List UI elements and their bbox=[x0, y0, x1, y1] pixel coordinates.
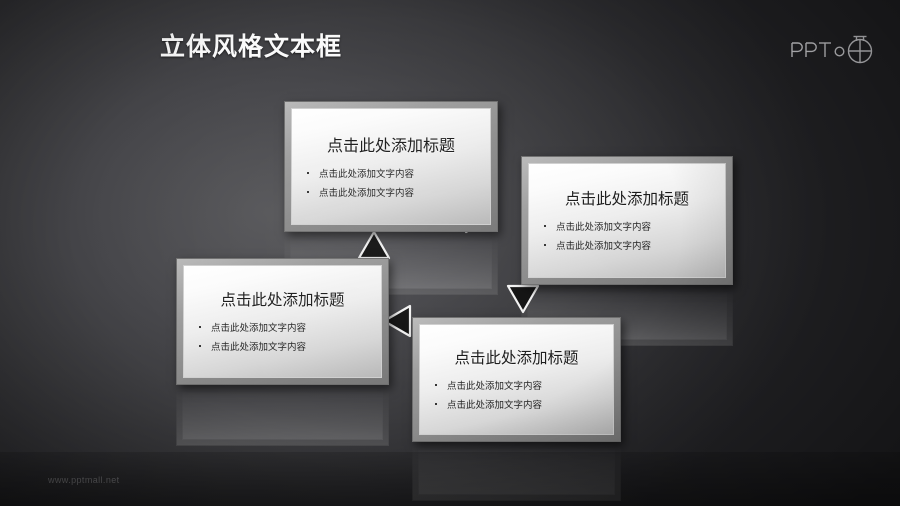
text-box-title[interactable]: 点击此处添加标题 bbox=[326, 137, 455, 155]
page-title: 立体风格文本框 bbox=[160, 33, 343, 61]
text-box-left[interactable]: 点击此处添加标题 点击此处添加文字内容 点击此处添加文字内容 bbox=[176, 258, 389, 385]
text-box-bullet[interactable]: 点击此处添加文字内容 bbox=[541, 219, 713, 233]
text-box-bullet[interactable]: 点击此处添加文字内容 bbox=[304, 185, 478, 199]
arrow-down-icon bbox=[504, 282, 542, 321]
text-box-top-center[interactable]: 点击此处添加标题 点击此处添加文字内容 点击此处添加文字内容 bbox=[284, 101, 498, 232]
floor-shadow bbox=[0, 452, 900, 506]
footer-url: www.pptmall.net bbox=[48, 475, 120, 485]
box-reflection-inner bbox=[182, 392, 383, 440]
box-reflection-inner bbox=[418, 449, 615, 495]
text-box-bullet[interactable]: 点击此处添加文字内容 bbox=[432, 378, 601, 392]
text-box-bullet-list: 点击此处添加文字内容 点击此处添加文字内容 bbox=[432, 375, 601, 416]
text-box-bottom-center[interactable]: 点击此处添加标题 点击此处添加文字内容 点击此处添加文字内容 bbox=[412, 317, 621, 442]
logo-icon bbox=[791, 35, 873, 64]
text-box-inner: 点击此处添加标题 点击此处添加文字内容 点击此处添加文字内容 bbox=[291, 108, 491, 225]
text-box-title[interactable]: 点击此处添加标题 bbox=[564, 190, 689, 208]
text-box-bullet[interactable]: 点击此处添加文字内容 bbox=[304, 166, 478, 180]
text-box-title[interactable]: 点击此处添加标题 bbox=[220, 291, 345, 309]
box-reflection bbox=[412, 443, 621, 501]
text-box-bullet-list: 点击此处添加文字内容 点击此处添加文字内容 bbox=[196, 317, 369, 358]
text-box-bullet-list: 点击此处添加文字内容 点击此处添加文字内容 bbox=[304, 163, 478, 204]
pptmall-logo bbox=[786, 30, 878, 70]
text-box-right[interactable]: 点击此处添加标题 点击此处添加文字内容 点击此处添加文字内容 bbox=[521, 156, 733, 285]
text-box-bullet[interactable]: 点击此处添加文字内容 bbox=[196, 320, 369, 334]
text-box-inner: 点击此处添加标题 点击此处添加文字内容 点击此处添加文字内容 bbox=[419, 324, 614, 435]
text-box-bullet[interactable]: 点击此处添加文字内容 bbox=[541, 238, 713, 252]
text-box-bullet-list: 点击此处添加文字内容 点击此处添加文字内容 bbox=[541, 216, 713, 257]
text-box-bullet[interactable]: 点击此处添加文字内容 bbox=[432, 397, 601, 411]
box-reflection bbox=[176, 386, 389, 446]
text-box-title[interactable]: 点击此处添加标题 bbox=[454, 349, 579, 367]
text-box-inner: 点击此处添加标题 点击此处添加文字内容 点击此处添加文字内容 bbox=[528, 163, 726, 278]
arrow-left-icon bbox=[381, 302, 415, 345]
text-box-bullet[interactable]: 点击此处添加文字内容 bbox=[196, 339, 369, 353]
text-box-inner: 点击此处添加标题 点击此处添加文字内容 点击此处添加文字内容 bbox=[183, 265, 382, 378]
